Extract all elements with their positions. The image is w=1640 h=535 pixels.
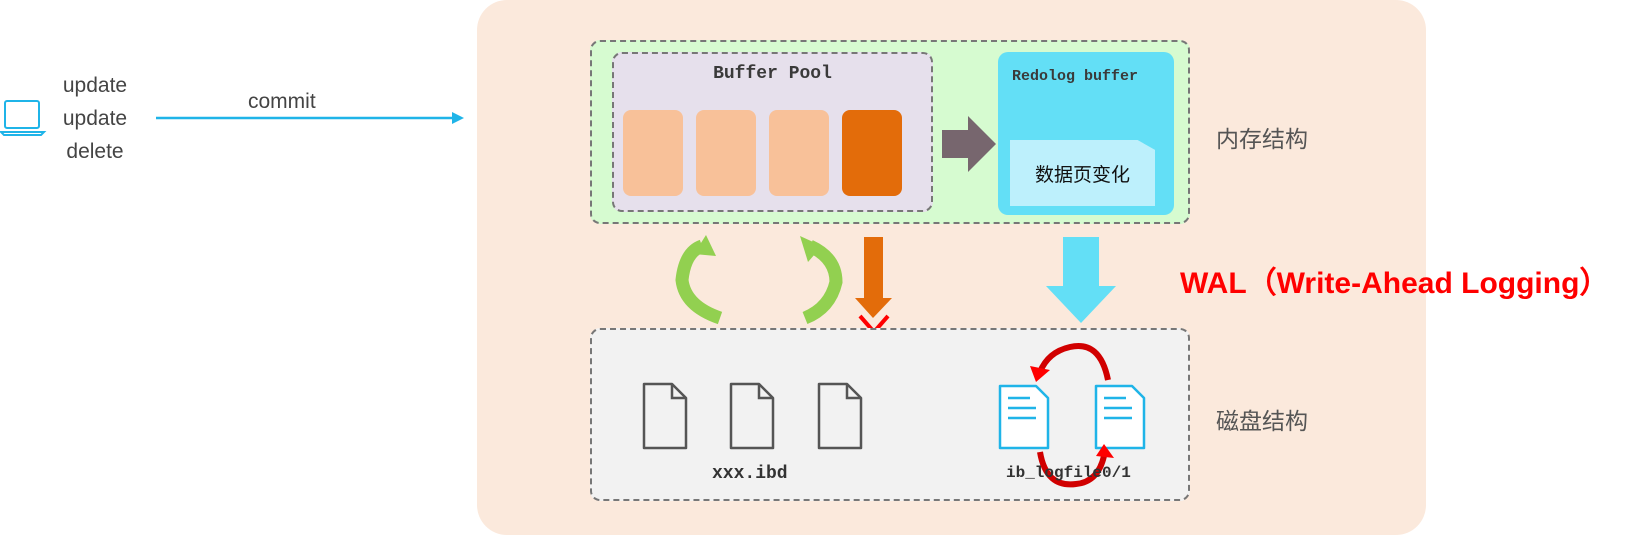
buffer-page — [623, 110, 683, 196]
page-change-note: 数据页变化 — [1010, 140, 1155, 206]
operation-delete: delete — [66, 140, 124, 163]
commit-label: commit — [248, 90, 316, 113]
operation-update-1: update — [62, 74, 128, 97]
logfile0-icon — [998, 384, 1050, 450]
operation-update-2: update — [62, 107, 128, 130]
to-redolog-arrow — [942, 116, 996, 172]
redolog-buffer-title: Redolog buffer — [1012, 68, 1139, 85]
ibd-file-icon — [642, 382, 688, 450]
commit-arrow — [156, 112, 464, 124]
load-arrow-left — [675, 235, 723, 325]
ibd-file-icon — [729, 382, 775, 450]
disk-structure-box — [590, 328, 1190, 501]
redo-flush-arrow — [1046, 237, 1116, 323]
logfile1-icon — [1094, 384, 1146, 450]
laptop-icon — [0, 100, 47, 136]
wal-label: WAL（Write-Ahead Logging） — [1180, 267, 1610, 300]
buffer-page — [696, 110, 756, 196]
ibd-file-icon — [817, 382, 863, 450]
ibd-file-label: xxx.ibd — [712, 464, 788, 484]
disk-structure-label: 磁盘结构 — [1216, 409, 1308, 435]
buffer-page — [769, 110, 829, 196]
dirty-page — [842, 110, 902, 196]
logfile-label: ib_logfile0/1 — [1006, 464, 1131, 482]
direct-flush-arrow — [855, 237, 892, 318]
load-arrow-right — [800, 236, 843, 325]
circular-write-icon — [1030, 343, 1114, 488]
buffer-pool-title: Buffer Pool — [713, 64, 832, 84]
memory-structure-label: 内存结构 — [1216, 127, 1308, 153]
